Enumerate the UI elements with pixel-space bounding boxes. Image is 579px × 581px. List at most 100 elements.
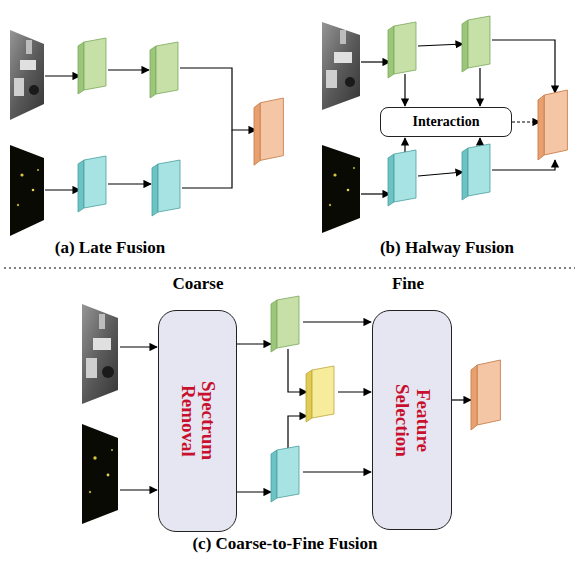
flow-arrow — [108, 183, 151, 184]
feature-block — [152, 160, 180, 216]
feature-block — [388, 150, 416, 206]
flow-arrow — [120, 489, 157, 490]
flow-arrow — [404, 74, 405, 106]
flow-arrow — [182, 130, 232, 188]
node-label: Feature Selection — [391, 370, 433, 470]
flow-arrow — [404, 138, 405, 152]
stage-label: Fine — [258, 274, 558, 294]
visible-image — [111, 449, 113, 451]
visible-image — [89, 491, 91, 493]
feature-block — [468, 144, 490, 196]
feature-block — [78, 38, 106, 94]
thermal-image — [320, 20, 364, 115]
feature-block — [84, 156, 106, 208]
thermal-image — [93, 338, 111, 350]
feature-block — [78, 160, 84, 212]
fused-block — [477, 360, 500, 425]
thermal-image — [8, 28, 48, 123]
feature-block — [462, 144, 490, 200]
feature-block — [462, 16, 490, 72]
thermal-image — [29, 85, 39, 95]
separator-line — [4, 267, 575, 268]
thermal-image — [80, 302, 122, 408]
thermal-image — [86, 358, 97, 378]
flow-arrow — [303, 471, 371, 472]
module-box: Spectrum Removal — [158, 310, 237, 532]
thermal-image — [102, 366, 114, 378]
node-label: Spectrum Removal — [177, 371, 219, 471]
fused-block — [254, 98, 283, 165]
feature-block — [388, 26, 394, 78]
flow-arrow — [45, 189, 80, 190]
subfigure-caption: (b) Halway Fusion — [297, 238, 579, 258]
flow-arrow — [361, 61, 390, 62]
flow-arrow — [338, 391, 371, 392]
flow-arrow — [361, 193, 390, 194]
feature-block — [156, 42, 178, 94]
feature-block — [271, 296, 299, 352]
visible-image — [32, 189, 35, 192]
flow-arrow — [512, 121, 540, 122]
flow-arrow — [45, 75, 80, 76]
subfigure-caption: (c) Coarse-to-Fine Fusion — [135, 534, 435, 554]
feature-block — [84, 38, 106, 90]
flow-arrow — [452, 399, 471, 400]
feature-block — [394, 22, 416, 74]
subfigure-caption: (a) Late Fusion — [0, 238, 260, 258]
feature-block — [150, 46, 156, 98]
feature-block — [277, 296, 299, 348]
feature-block — [150, 42, 178, 98]
thermal-image — [14, 78, 24, 96]
feature-block — [277, 446, 299, 498]
flow-arrow — [492, 160, 555, 170]
flow-arrow — [418, 172, 463, 176]
fused-block — [538, 95, 544, 160]
visible-image — [80, 422, 122, 528]
module-box: Feature Selection — [372, 310, 452, 530]
feature-block — [388, 22, 416, 78]
feature-block — [152, 164, 158, 216]
feature-block — [78, 42, 84, 94]
thermal-image — [326, 70, 337, 88]
visible-image — [353, 167, 355, 169]
flow-arrow — [120, 346, 157, 347]
visible-image — [107, 474, 110, 477]
thermal-image — [80, 302, 122, 408]
flow-arrow — [180, 68, 256, 130]
thermal-image — [20, 60, 36, 70]
flow-arrow — [288, 349, 307, 392]
feature-block — [394, 150, 416, 202]
fused-block — [544, 90, 567, 155]
visible-image — [20, 173, 23, 176]
fused-block — [538, 90, 567, 160]
thermal-image — [340, 30, 346, 44]
feature-block — [271, 446, 299, 502]
flow-arrow — [418, 44, 463, 46]
feature-block — [462, 148, 468, 200]
flow-arrow — [479, 68, 480, 106]
flow-arrow — [479, 138, 480, 146]
thermal-image — [320, 20, 364, 115]
feature-block — [306, 366, 334, 422]
fused-block — [260, 98, 283, 160]
visible-image — [17, 204, 19, 206]
thermal-image — [8, 28, 48, 123]
visible-image — [8, 143, 48, 239]
feature-block — [306, 370, 312, 422]
visible-image — [8, 143, 48, 239]
feature-block — [462, 20, 468, 72]
feature-block — [158, 160, 180, 212]
visible-image — [320, 143, 364, 238]
fused-block — [471, 360, 500, 430]
thermal-image — [345, 77, 355, 87]
fused-block — [471, 365, 477, 430]
thermal-image — [334, 52, 352, 63]
visible-image — [37, 169, 39, 171]
flow-arrow — [237, 343, 271, 344]
feature-block — [271, 300, 277, 352]
flow-arrow — [303, 321, 371, 322]
visible-image — [329, 204, 331, 206]
node-label: Interaction — [413, 114, 480, 129]
